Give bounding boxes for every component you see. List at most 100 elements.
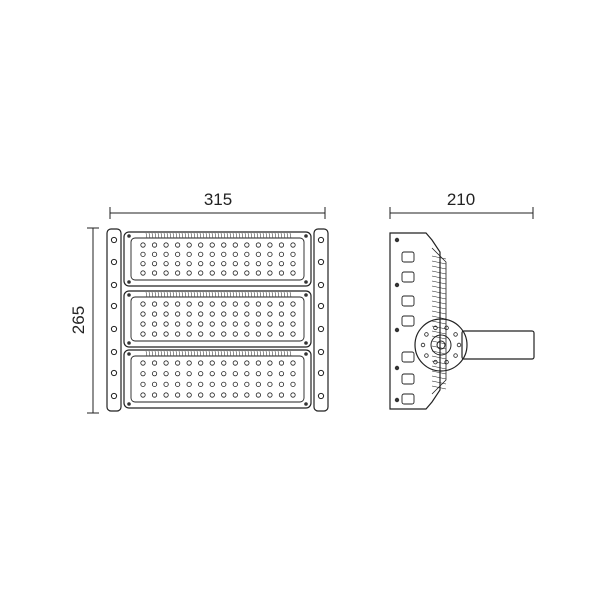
led-dot <box>221 242 227 248</box>
led-dot <box>140 331 146 337</box>
led-dot <box>278 392 285 398</box>
led-dot <box>151 261 158 267</box>
bracket-hole <box>317 392 325 400</box>
led-dot <box>198 371 204 377</box>
screw <box>127 352 131 356</box>
bracket-hole <box>317 236 325 244</box>
led-dot <box>140 371 146 377</box>
led-dot <box>175 242 181 248</box>
right-bracket <box>313 228 329 412</box>
led-dot <box>290 251 296 257</box>
side-fins <box>431 247 447 395</box>
led-dot <box>175 251 181 257</box>
bracket-hole <box>110 281 118 289</box>
led-dot <box>232 270 238 276</box>
screw <box>304 234 308 238</box>
led-dot <box>221 311 227 317</box>
side-screw <box>394 237 400 243</box>
led-dot <box>163 331 169 337</box>
led-dot <box>140 360 146 366</box>
led-dot <box>232 381 238 387</box>
led-dot <box>255 360 261 366</box>
bracket-hole <box>317 325 325 333</box>
led-dot <box>278 261 285 267</box>
led-dot <box>278 371 285 377</box>
bracket-hole <box>317 281 325 289</box>
led-dot <box>175 301 181 307</box>
led-dot <box>255 242 261 248</box>
led-dot <box>232 321 238 327</box>
led-dot <box>175 371 181 377</box>
side-width-label: 210 <box>447 190 475 209</box>
hub-hole <box>453 353 458 358</box>
bracket-holes <box>110 236 325 400</box>
led-dot <box>209 371 215 377</box>
led-dot <box>290 321 296 327</box>
led-dot <box>267 311 273 317</box>
led-dot <box>209 331 215 337</box>
led-dot <box>278 242 285 248</box>
front-height-label: 265 <box>69 306 88 334</box>
led-dot <box>198 392 204 398</box>
led-dot <box>244 392 250 398</box>
led-dot <box>290 242 296 248</box>
led-dot <box>221 261 227 267</box>
led-dot <box>186 270 192 276</box>
led-dot <box>290 381 296 387</box>
led-dot <box>151 270 158 276</box>
hub-hole <box>424 353 429 358</box>
led-dot <box>186 251 192 257</box>
led-dot <box>140 301 146 307</box>
led-dot <box>198 381 204 387</box>
led-dot <box>290 360 296 366</box>
led-dot <box>244 270 250 276</box>
led-dot <box>221 371 227 377</box>
led-dot <box>151 381 158 387</box>
led-modules <box>123 231 312 409</box>
led-dot <box>163 311 169 317</box>
side-screw <box>394 365 400 371</box>
led-dot <box>151 311 158 317</box>
led-dot <box>244 321 250 327</box>
screw <box>127 341 131 345</box>
led-dot <box>175 392 181 398</box>
led-dot <box>244 331 250 337</box>
led-dot <box>267 270 273 276</box>
led-dot <box>140 242 146 248</box>
led-dot <box>244 371 250 377</box>
led-dot <box>163 242 169 248</box>
led-dot <box>163 261 169 267</box>
side-screw <box>394 397 400 403</box>
hub-hole <box>433 359 438 365</box>
led-dot <box>151 242 158 248</box>
screw <box>127 280 131 284</box>
screw <box>127 402 131 406</box>
led-dot <box>209 301 215 307</box>
screw <box>304 293 308 297</box>
side-slots <box>394 237 415 405</box>
led-dot <box>140 392 146 398</box>
mount-hub <box>414 318 468 372</box>
led-dot <box>163 392 169 398</box>
led-dot <box>221 251 227 257</box>
led-dot <box>209 270 215 276</box>
front-height-dimension: 265 <box>69 227 99 414</box>
led-dot <box>209 360 215 366</box>
led-dot <box>267 321 273 327</box>
side-heatsink <box>431 255 447 390</box>
hub-hole <box>456 342 462 348</box>
led-module <box>123 231 312 287</box>
led-dot <box>232 331 238 337</box>
side-slot <box>401 251 415 263</box>
led-dot <box>151 301 158 307</box>
screw <box>304 402 308 406</box>
bracket-hole <box>110 236 118 244</box>
led-dot <box>151 321 158 327</box>
mount-pivot <box>436 340 446 350</box>
screw <box>304 352 308 356</box>
bracket-hole <box>110 302 118 310</box>
led-dot <box>267 242 273 248</box>
hub-holes <box>420 325 462 365</box>
side-slot <box>401 271 415 283</box>
led-dot <box>221 360 227 366</box>
